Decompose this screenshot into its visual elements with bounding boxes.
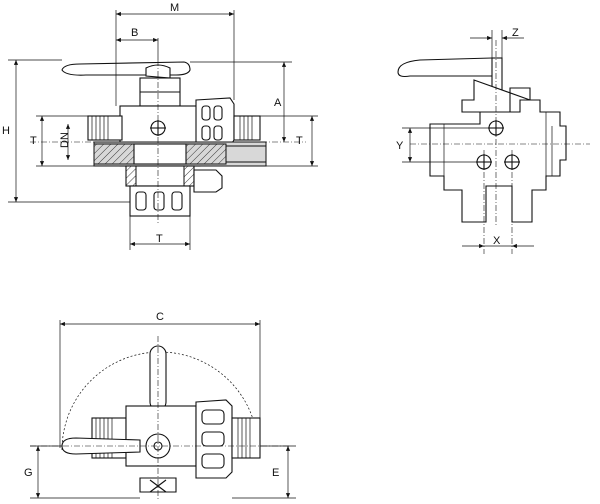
label-M: M xyxy=(170,2,179,14)
front-view: M B H T DN A T T xyxy=(2,2,318,250)
label-G: G xyxy=(24,467,33,479)
side-handle xyxy=(397,57,501,78)
top-view: C G E xyxy=(24,311,296,500)
label-A: A xyxy=(274,97,282,109)
label-B: B xyxy=(131,27,138,39)
left-pipe-end xyxy=(87,115,123,141)
label-T-right: T xyxy=(296,135,303,147)
side-body xyxy=(429,99,567,223)
label-X: X xyxy=(493,235,501,247)
label-DN: DN xyxy=(59,132,71,148)
side-view: Z Y X xyxy=(396,27,590,254)
label-E: E xyxy=(272,467,279,479)
handle-lever xyxy=(61,61,191,76)
label-C: C xyxy=(156,311,164,323)
label-T-bottom: T xyxy=(156,233,163,245)
right-pipe-end xyxy=(233,115,261,141)
label-H: H xyxy=(2,125,10,137)
label-Z: Z xyxy=(512,27,519,39)
label-Y: Y xyxy=(396,140,404,152)
label-T-left: T xyxy=(30,135,37,147)
